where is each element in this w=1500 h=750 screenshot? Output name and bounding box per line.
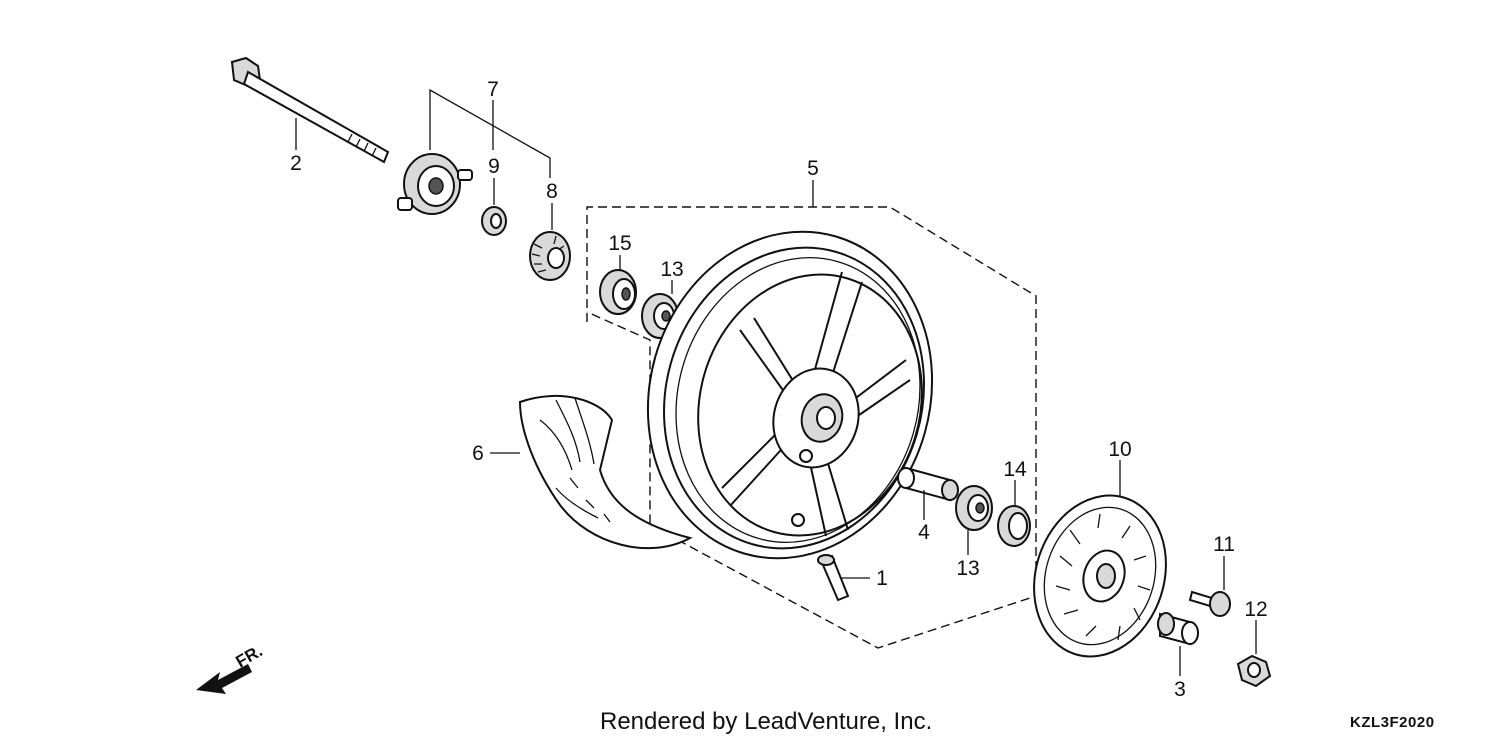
disc-bolt-part-11[interactable] (1188, 590, 1231, 617)
part-label-8[interactable]: 8 (546, 180, 558, 203)
part-label-1[interactable]: 1 (876, 567, 888, 590)
part-label-13-upper[interactable]: 13 (660, 258, 683, 281)
part-label-9[interactable]: 9 (488, 155, 500, 178)
front-wheel-rim[interactable] (610, 198, 970, 592)
part-label-6[interactable]: 6 (472, 442, 484, 465)
part-label-3[interactable]: 3 (1174, 678, 1186, 701)
front-direction-arrow-icon (196, 664, 252, 694)
part-label-2[interactable]: 2 (290, 152, 302, 175)
gear-part-8[interactable] (529, 231, 571, 281)
render-credit: Rendered by LeadVenture, Inc. (600, 708, 933, 735)
part-label-4[interactable]: 4 (918, 521, 930, 544)
tire-part-6[interactable] (518, 394, 693, 550)
bracket-7 (429, 88, 551, 178)
part-label-10[interactable]: 10 (1108, 438, 1131, 461)
dust-seal-part-15[interactable] (599, 269, 637, 315)
brake-disc-part-10[interactable] (1014, 478, 1186, 674)
part-label-14[interactable]: 14 (1003, 458, 1027, 481)
bearing-part-13-lower[interactable] (955, 485, 993, 531)
front-direction-label: FR. (233, 641, 266, 671)
valve-stem-part-1[interactable] (817, 554, 850, 602)
side-collar-part-3[interactable] (1157, 612, 1199, 646)
dust-seal-part-14[interactable] (997, 505, 1031, 547)
part-label-5[interactable]: 5 (807, 157, 819, 180)
part-label-15[interactable]: 15 (608, 232, 631, 255)
speedometer-gearbox-part[interactable] (397, 153, 473, 215)
washer-part-9[interactable] (481, 206, 507, 236)
diagram-code: KZL3F2020 (1350, 714, 1435, 731)
axle-bolt-part[interactable] (230, 56, 390, 164)
part-label-7[interactable]: 7 (487, 78, 499, 101)
part-label-12[interactable]: 12 (1244, 598, 1267, 621)
axle-nut-part-12[interactable] (1236, 654, 1272, 688)
part-label-13-lower[interactable]: 13 (956, 557, 979, 580)
distance-collar-part-4[interactable] (897, 466, 959, 502)
part-label-11[interactable]: 11 (1213, 533, 1235, 556)
